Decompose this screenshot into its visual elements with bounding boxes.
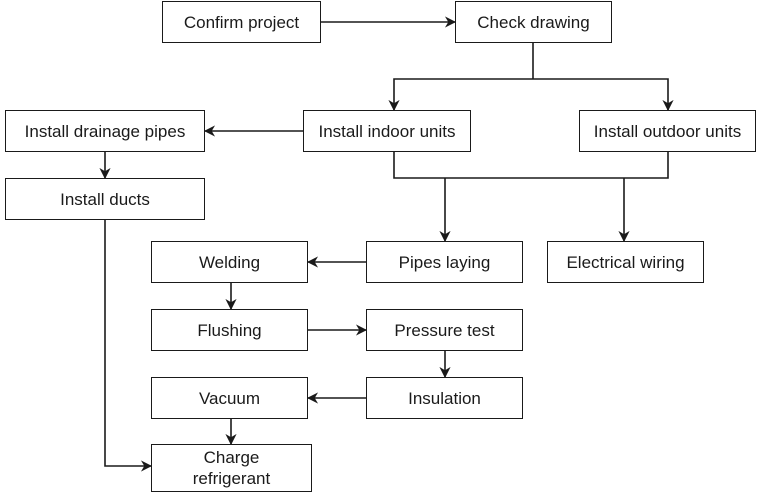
node-install-drainage-pipes: Install drainage pipes xyxy=(5,110,205,152)
node-charge-refrigerant: Charge refrigerant xyxy=(151,444,312,492)
edge-check-outdoor-arrow xyxy=(533,78,674,112)
node-confirm-project: Confirm project xyxy=(162,1,321,43)
node-welding: Welding xyxy=(151,241,308,283)
node-pressure-test: Pressure test xyxy=(366,309,523,351)
node-install-outdoor-units: Install outdoor units xyxy=(579,110,756,152)
node-flushing: Flushing xyxy=(151,309,308,351)
node-electrical-wiring: Electrical wiring xyxy=(547,241,704,283)
node-install-indoor-units: Install indoor units xyxy=(303,110,471,152)
node-vacuum: Vacuum xyxy=(151,377,308,419)
edge-units-merge-line xyxy=(393,152,669,179)
node-pipes-laying: Pipes laying xyxy=(366,241,523,283)
node-insulation: Insulation xyxy=(366,377,523,419)
edge-check-indoor-arrow xyxy=(388,78,533,112)
edge-ducts-charge-arrow xyxy=(104,220,153,472)
node-check-drawing: Check drawing xyxy=(455,1,612,43)
node-install-ducts: Install ducts xyxy=(5,178,205,220)
